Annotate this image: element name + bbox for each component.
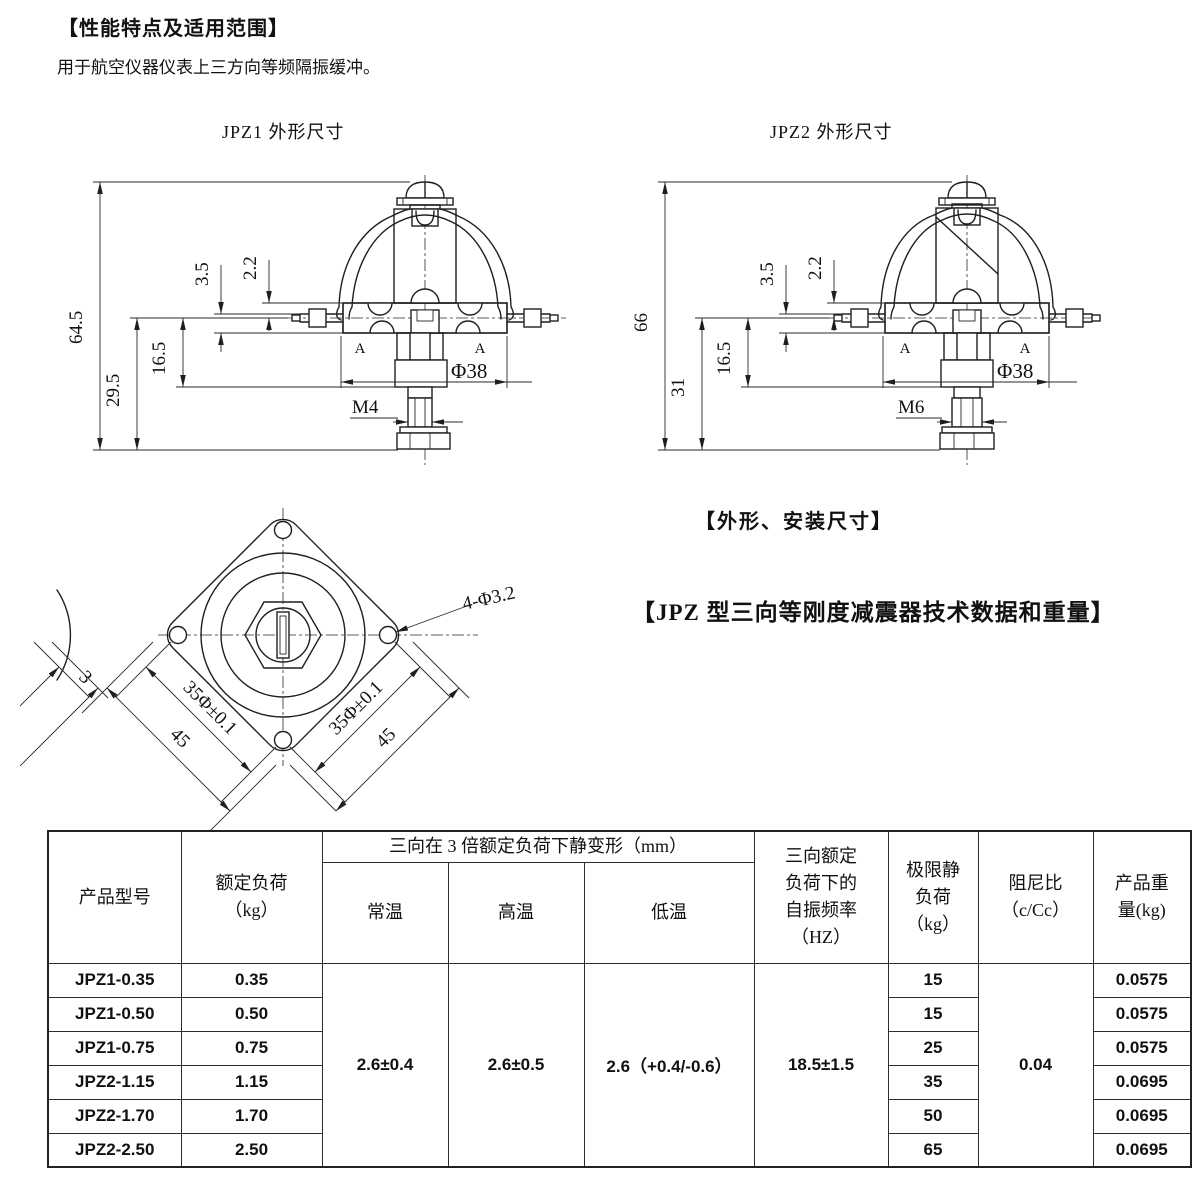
cell-rated: 0.50 bbox=[180, 996, 323, 1032]
jpz2-screw bbox=[938, 181, 996, 206]
topview-dimensions-left: 35Φ±0.1 45 bbox=[81, 641, 277, 830]
intro-text: 用于航空仪器仪表上三方向等频隔振缓冲。 bbox=[57, 58, 380, 77]
cell-weight: 0.0695 bbox=[1092, 1132, 1192, 1168]
jpz1-flange bbox=[342, 288, 508, 334]
jpz2-drawing: 66 31 16.5 3.5 2.2 Φ38 M6 A A bbox=[631, 175, 1102, 465]
jpz1-dim-t2: 2.2 bbox=[240, 256, 261, 280]
cell-rated: 1.15 bbox=[180, 1064, 323, 1100]
topview-fragment-label: 3 bbox=[74, 667, 96, 689]
cell-deform-low: 2.6（+0.4/-0.6） bbox=[583, 962, 755, 1168]
top-view-drawing: 4-Φ3.2 35Φ±0.1 45 35Φ±0.1 45 bbox=[20, 508, 517, 830]
table-row: JPZ2-1.70 1.70 50 0.0695 bbox=[47, 1098, 1192, 1134]
cell-limit: 65 bbox=[887, 1132, 979, 1168]
cell-weight: 0.0695 bbox=[1092, 1098, 1192, 1134]
drawing2-title: JPZ2 外形尺寸 bbox=[770, 122, 893, 142]
cell-model: JPZ1-0.50 bbox=[47, 996, 182, 1032]
jpz1-dim-t1: 3.5 bbox=[192, 262, 213, 286]
jpz2-dim-t2: 2.2 bbox=[805, 256, 826, 280]
cell-model: JPZ1-0.35 bbox=[47, 962, 182, 998]
section-title-dimensions: 【外形、安装尺寸】 bbox=[695, 511, 893, 533]
cell-rated: 2.50 bbox=[180, 1132, 323, 1168]
jpz2-dimensions: 66 31 16.5 3.5 2.2 Φ38 M6 A A bbox=[631, 181, 1077, 451]
jpz1-section-a-left: A bbox=[355, 341, 366, 357]
jpz1-dim-total: 64.5 bbox=[66, 311, 87, 344]
header-limit-load: 极限静 负荷 （kg） bbox=[887, 830, 979, 964]
table-row: JPZ1-0.75 0.75 25 0.0575 bbox=[47, 1030, 1192, 1066]
header-rated-load: 额定负荷 （kg） bbox=[180, 830, 323, 964]
cell-rated: 0.75 bbox=[180, 1030, 323, 1066]
header-high-temp: 高温 bbox=[447, 861, 585, 964]
cell-limit: 25 bbox=[887, 1030, 979, 1066]
topview-holes-label: 4-Φ3.2 bbox=[460, 582, 517, 614]
cell-damping: 0.04 bbox=[977, 962, 1094, 1168]
cell-model: JPZ2-2.50 bbox=[47, 1132, 182, 1168]
header-frequency: 三向额定 负荷下的 自振频率 （HZ） bbox=[753, 830, 889, 964]
header-deform-group: 三向在 3 倍额定负荷下静变形（mm） bbox=[321, 830, 755, 863]
jpz2-dim-lower: 31 bbox=[668, 378, 689, 397]
topview-flange-plate bbox=[166, 518, 400, 752]
jpz2-stem bbox=[939, 332, 995, 450]
cell-rated: 0.35 bbox=[180, 962, 323, 998]
jpz2-dim-total: 66 bbox=[631, 313, 652, 332]
table-row: JPZ2-1.15 1.15 35 0.0695 bbox=[47, 1064, 1192, 1100]
cell-weight: 0.0575 bbox=[1092, 962, 1192, 998]
jpz1-stem bbox=[394, 332, 451, 450]
topview-side-right-label: 45 bbox=[372, 724, 400, 752]
topview-side-left-label: 45 bbox=[166, 724, 194, 752]
jpz2-dim-t1: 3.5 bbox=[757, 262, 778, 286]
header-low-temp: 低温 bbox=[583, 861, 755, 964]
jpz2-thread-label: M6 bbox=[898, 397, 924, 418]
jpz2-rubber-core bbox=[935, 207, 999, 304]
table-row: JPZ2-2.50 2.50 65 0.0695 bbox=[47, 1132, 1192, 1168]
jpz1-drawing: 64.5 29.5 16.5 3.5 2.2 Φ38 M4 A A bbox=[66, 175, 566, 465]
cell-rated: 1.70 bbox=[180, 1098, 323, 1134]
header-model: 产品型号 bbox=[47, 830, 182, 964]
section-title-tech-data: 【JPZ 型三向等刚度减震器技术数据和重量】 bbox=[632, 600, 1115, 625]
cell-deform-high: 2.6±0.5 bbox=[447, 962, 585, 1168]
header-normal-temp: 常温 bbox=[321, 861, 449, 964]
section-title-performance: 【性能特点及适用范围】 bbox=[58, 18, 289, 40]
jpz2-dim-mid: 16.5 bbox=[714, 342, 735, 375]
cell-model: JPZ1-0.75 bbox=[47, 1030, 182, 1066]
spec-table: 产品型号 额定负荷 （kg） 三向在 3 倍额定负荷下静变形（mm） 三向额定 … bbox=[47, 830, 1192, 1168]
jpz1-dim-dia: Φ38 bbox=[451, 359, 487, 383]
jpz1-side-arms bbox=[291, 308, 559, 328]
cell-weight: 0.0575 bbox=[1092, 996, 1192, 1032]
jpz2-section-a-left: A bbox=[900, 341, 911, 357]
jpz1-dim-mid: 16.5 bbox=[149, 342, 170, 375]
cell-model: JPZ2-1.70 bbox=[47, 1098, 182, 1134]
jpz2-section-a-right: A bbox=[1020, 341, 1031, 357]
jpz2-side-arms bbox=[833, 308, 1101, 328]
cell-deform-normal: 2.6±0.4 bbox=[321, 962, 449, 1168]
cell-model: JPZ2-1.15 bbox=[47, 1064, 182, 1100]
jpz1-dim-lower: 29.5 bbox=[103, 374, 124, 407]
cell-limit: 50 bbox=[887, 1098, 979, 1134]
header-weight: 产品重 量(kg) bbox=[1092, 830, 1192, 964]
cell-frequency: 18.5±1.5 bbox=[753, 962, 889, 1168]
jpz1-screw bbox=[396, 181, 454, 206]
jpz2-dim-dia: Φ38 bbox=[997, 359, 1033, 383]
topview-pitch-right-label: 35Φ±0.1 bbox=[325, 677, 387, 739]
cell-limit: 15 bbox=[887, 996, 979, 1032]
topview-hole-callout: 4-Φ3.2 bbox=[395, 582, 517, 633]
topview-dimensions-right: 35Φ±0.1 45 bbox=[289, 641, 470, 812]
jpz1-section-a-right: A bbox=[475, 341, 486, 357]
jpz1-dimensions: 64.5 29.5 16.5 3.5 2.2 Φ38 M4 A A bbox=[66, 181, 532, 451]
table-row: JPZ1-0.35 0.35 2.6±0.4 2.6±0.5 2.6（+0.4/… bbox=[47, 962, 1192, 1168]
cell-limit: 15 bbox=[887, 962, 979, 998]
jpz1-bell-housing bbox=[335, 204, 515, 321]
drawing1-title: JPZ1 外形尺寸 bbox=[222, 122, 345, 142]
header-damping: 阻尼比 （c/Cc） bbox=[977, 830, 1094, 964]
cell-weight: 0.0695 bbox=[1092, 1064, 1192, 1100]
topview-pitch-left-label: 35Φ±0.1 bbox=[179, 677, 241, 739]
jpz2-bell-housing bbox=[877, 203, 1057, 321]
cell-limit: 35 bbox=[887, 1064, 979, 1100]
jpz1-thread-label: M4 bbox=[352, 397, 379, 418]
cell-weight: 0.0575 bbox=[1092, 1030, 1192, 1066]
